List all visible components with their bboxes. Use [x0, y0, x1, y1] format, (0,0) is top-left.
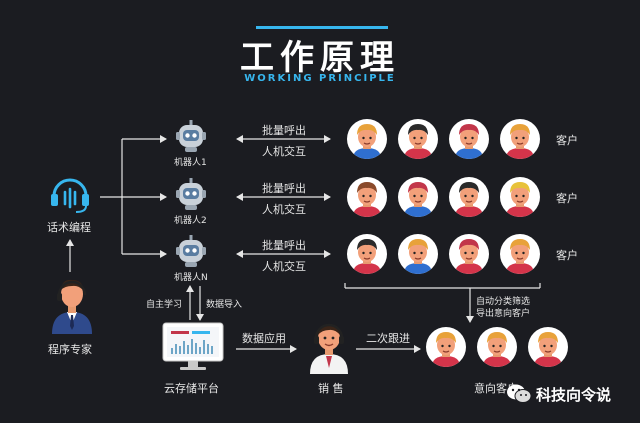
customer-avatar — [398, 234, 438, 274]
customer-avatar — [449, 177, 489, 217]
intent-customer-avatar — [528, 327, 568, 367]
robot-icon — [176, 178, 206, 214]
robot-label: 机器人2 — [174, 216, 207, 226]
title-accent-bar — [256, 26, 388, 29]
script-editing-label: 话术编程 — [47, 221, 91, 234]
follow-up-label: 二次跟进 — [366, 332, 410, 345]
headset-icon — [48, 172, 92, 216]
export-label: 导出意向客户 — [476, 309, 531, 319]
customer-avatar — [500, 119, 540, 159]
batch-call-label: 批量呼出 — [262, 182, 306, 195]
intent-customer-avatar — [477, 327, 517, 367]
robot-label: 机器人1 — [174, 158, 207, 168]
customer-avatar — [500, 177, 540, 217]
intent-customers-label: 意向客户 — [474, 382, 518, 395]
intent-customer-avatar — [426, 327, 466, 367]
batch-call-label: 批量呼出 — [262, 124, 306, 137]
customer-avatar — [398, 177, 438, 217]
monitor-icon — [162, 322, 224, 376]
customer-avatar — [347, 234, 387, 274]
customer-avatar — [347, 177, 387, 217]
robot-icon — [176, 120, 206, 156]
watermark-text: 科技向令说 — [536, 386, 612, 404]
wechat-icon — [506, 383, 532, 409]
customer-label: 客户 — [556, 192, 578, 205]
sales-avatar — [306, 318, 352, 378]
data-application-label: 数据应用 — [242, 332, 286, 345]
robot-icon — [176, 235, 206, 271]
customer-label: 客户 — [556, 134, 578, 147]
robot-label: 机器人N — [174, 273, 208, 283]
customer-avatar — [449, 234, 489, 274]
interaction-label: 人机交互 — [262, 203, 306, 216]
page-title: 工作原理 — [240, 38, 400, 78]
interaction-label: 人机交互 — [262, 260, 306, 273]
expert-label: 程序专家 — [48, 343, 92, 356]
filter-label: 自动分类筛选 — [476, 297, 531, 307]
page-subtitle: WORKING PRINCIPLE — [244, 73, 396, 84]
customer-avatar — [398, 119, 438, 159]
batch-call-label: 批量呼出 — [262, 239, 306, 252]
sales-label: 销 售 — [318, 382, 344, 395]
expert-avatar — [50, 276, 94, 334]
customer-avatar — [449, 119, 489, 159]
customer-avatar — [500, 234, 540, 274]
data-import-label: 数据导入 — [206, 300, 243, 310]
interaction-label: 人机交互 — [262, 145, 306, 158]
customer-avatar — [347, 119, 387, 159]
self-learning-label: 自主学习 — [146, 300, 183, 310]
cloud-label: 云存储平台 — [164, 382, 219, 395]
customer-label: 客户 — [556, 249, 578, 262]
